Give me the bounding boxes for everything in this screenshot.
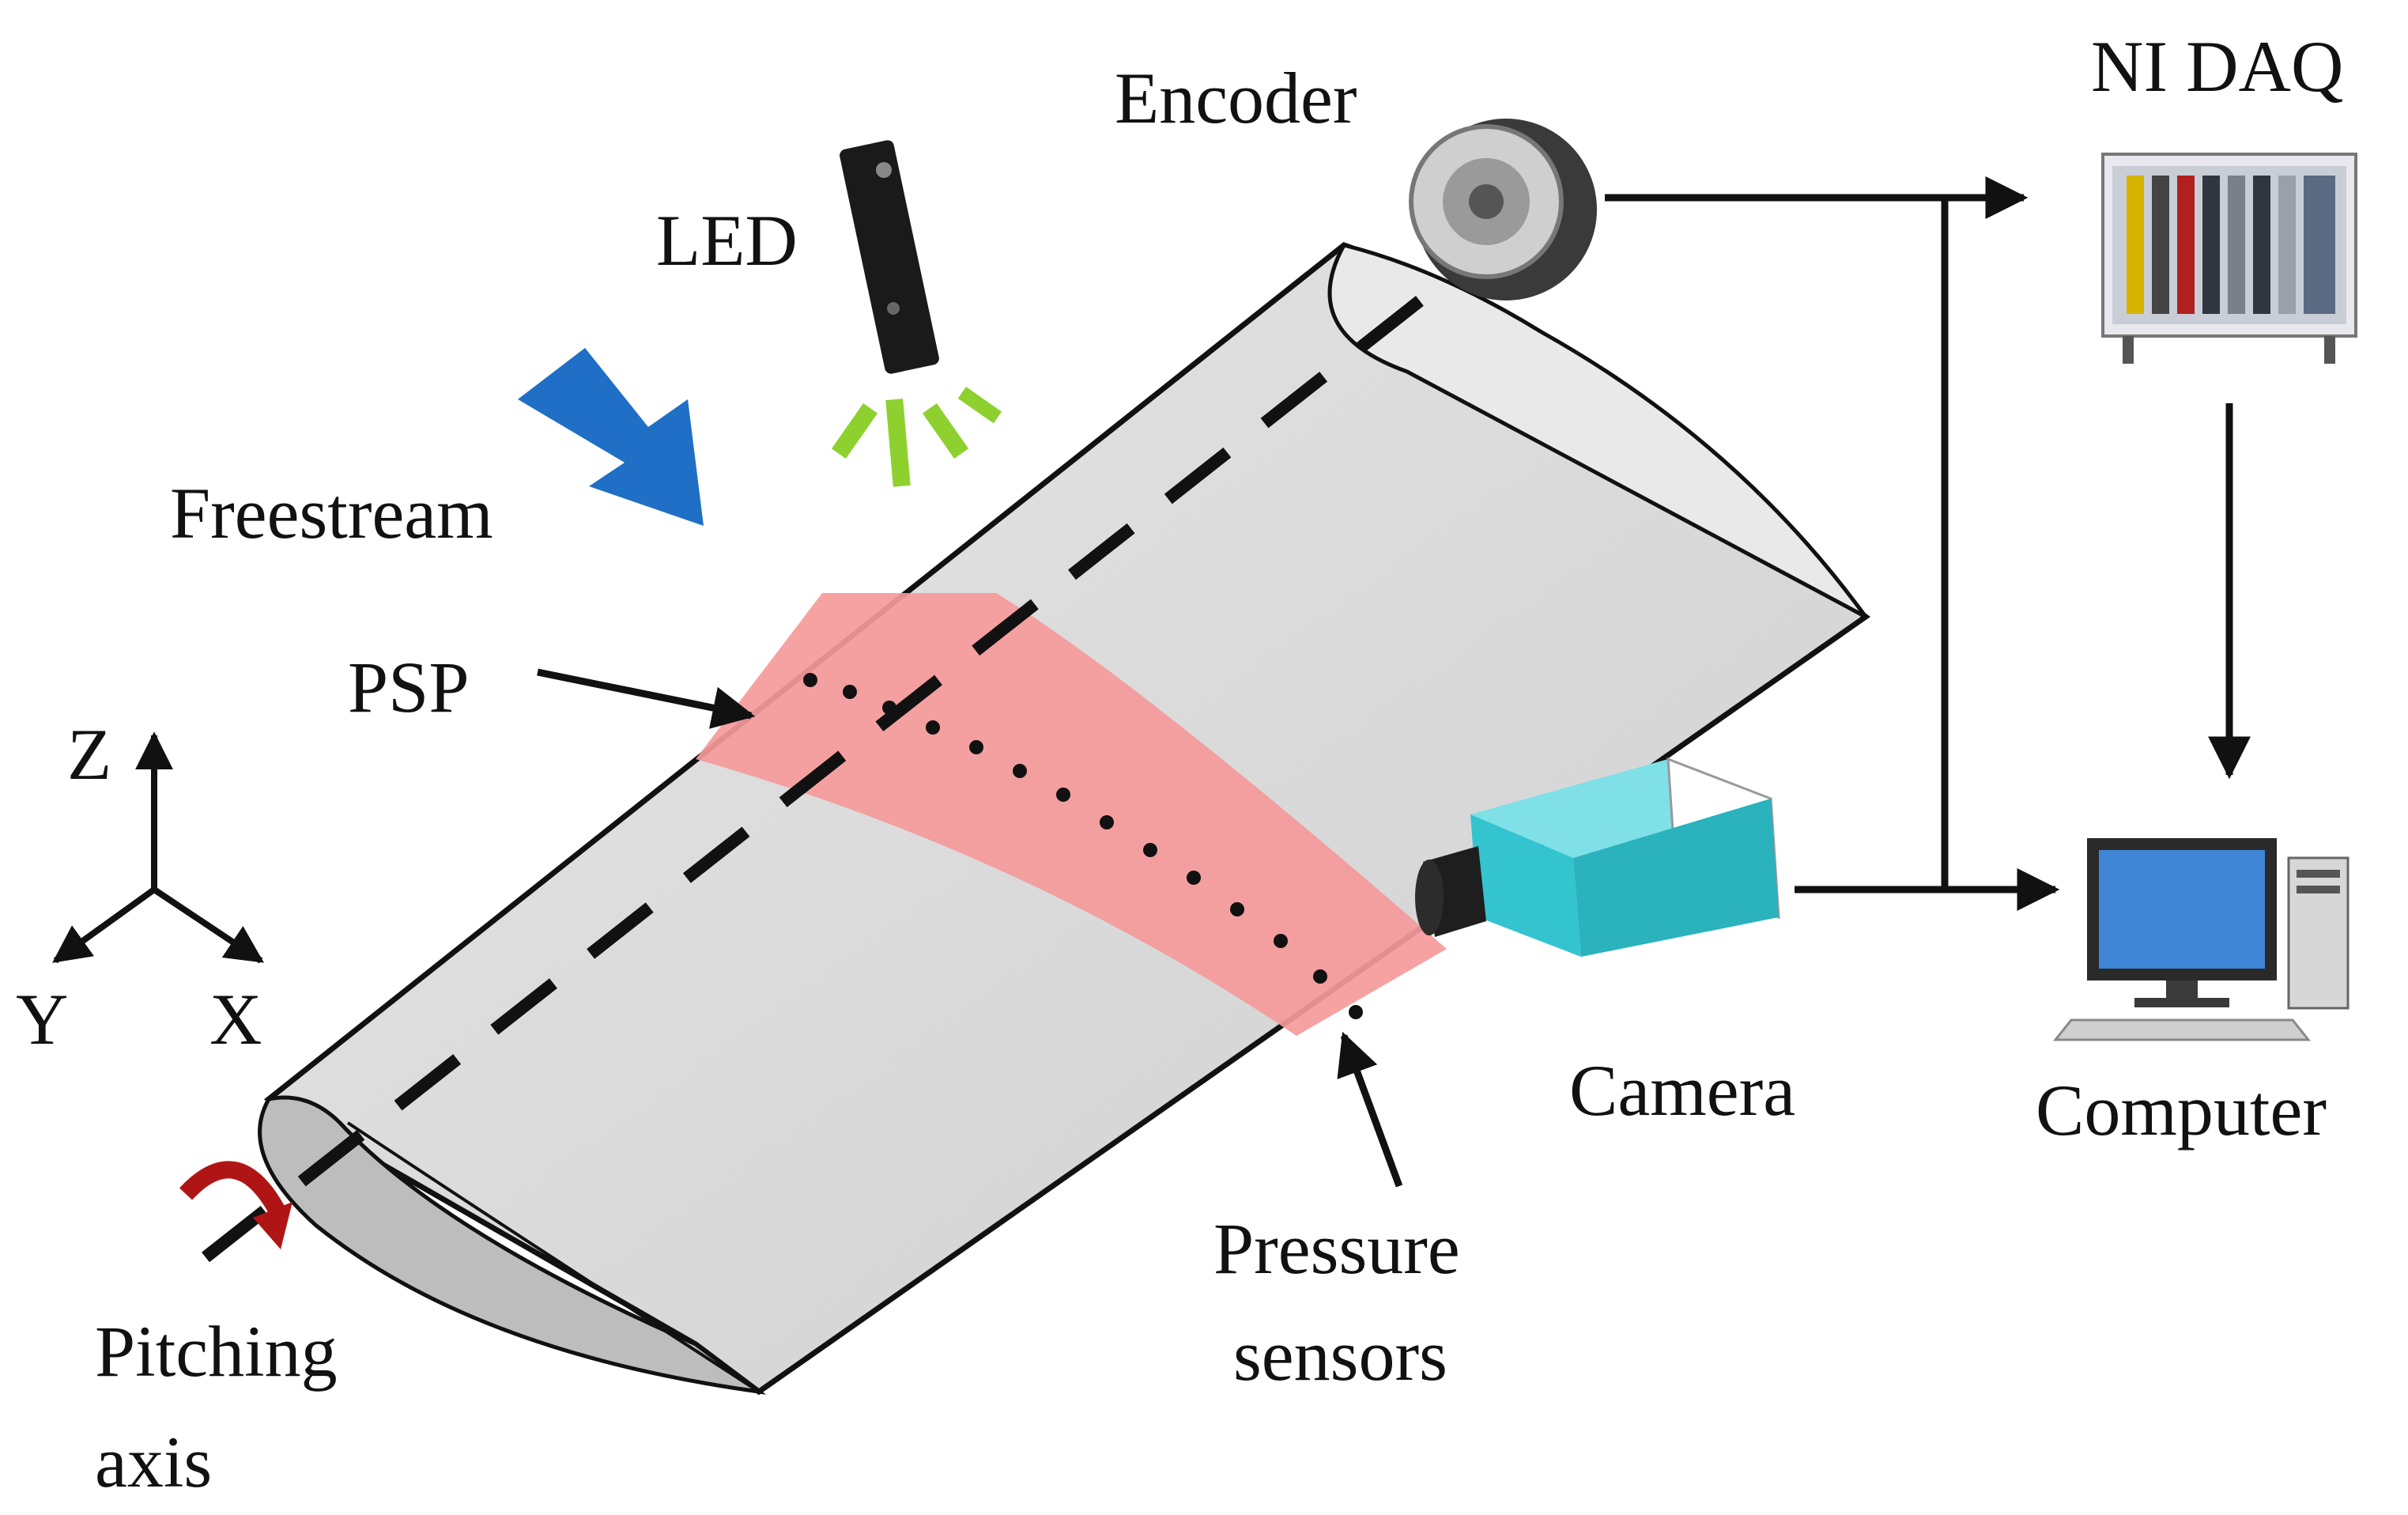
sensor-dot <box>1230 902 1244 916</box>
psp-label: PSP <box>348 647 470 727</box>
camera-icon <box>1415 757 1780 957</box>
sensor-dot <box>1100 815 1114 829</box>
coordinate-axes <box>52 731 264 964</box>
sensor-dot <box>1187 871 1201 885</box>
camera-label: Camera <box>1569 1050 1795 1131</box>
wing-tip-cap <box>1327 243 1868 619</box>
wing-leading-edge <box>346 1121 761 1393</box>
desktop-computer-icon <box>2052 838 2349 1041</box>
computer-label: Computer <box>2036 1070 2327 1150</box>
sensor-dot <box>803 673 817 687</box>
wing-root-airfoil <box>258 1095 761 1394</box>
pitching-axis-line <box>202 255 1474 1263</box>
axis-x-label: X <box>209 979 262 1060</box>
freestream-arrow-icon <box>518 348 704 526</box>
led-glow-icon <box>831 387 1002 487</box>
sensor-dot <box>926 720 940 735</box>
led-lamp-icon <box>831 140 1002 487</box>
sensor-dot <box>843 685 857 699</box>
pressure-sensors-label-line1: Pressure <box>1213 1208 1460 1289</box>
sensor-dot <box>1274 934 1288 948</box>
led-label: LED <box>656 200 798 281</box>
pressure-sensor-pointer-arrow <box>1337 1031 1403 1188</box>
pitch-rotation-arrow-icon <box>179 1161 293 1249</box>
daq-chassis-icon <box>2101 153 2357 364</box>
sensor-dot <box>1349 1005 1363 1019</box>
axis-y-label: Y <box>16 979 68 1060</box>
y-axis-line <box>52 886 157 964</box>
sensor-dot <box>1056 788 1070 802</box>
x-axis-line <box>152 886 264 964</box>
pitching-axis-label-line1: Pitching <box>95 1311 338 1392</box>
sensor-dot <box>1143 843 1157 857</box>
sensor-dot <box>1313 969 1327 984</box>
psp-pointer-arrow <box>537 668 756 729</box>
pitching-axis-label-line2: axis <box>95 1422 212 1502</box>
sensor-dot <box>1013 764 1027 778</box>
pressure-sensors-label-line2: sensors <box>1233 1315 1447 1396</box>
encoder-label: Encoder <box>1115 58 1357 138</box>
axis-z-label: Z <box>67 714 111 795</box>
sensor-dot <box>969 740 983 754</box>
wing <box>202 242 1871 1396</box>
psp-band <box>696 593 1447 1036</box>
ni-daq-label: NI DAQ <box>2091 26 2343 107</box>
freestream-label: Freestream <box>170 473 493 553</box>
rotary-encoder-icon <box>1409 119 1597 300</box>
